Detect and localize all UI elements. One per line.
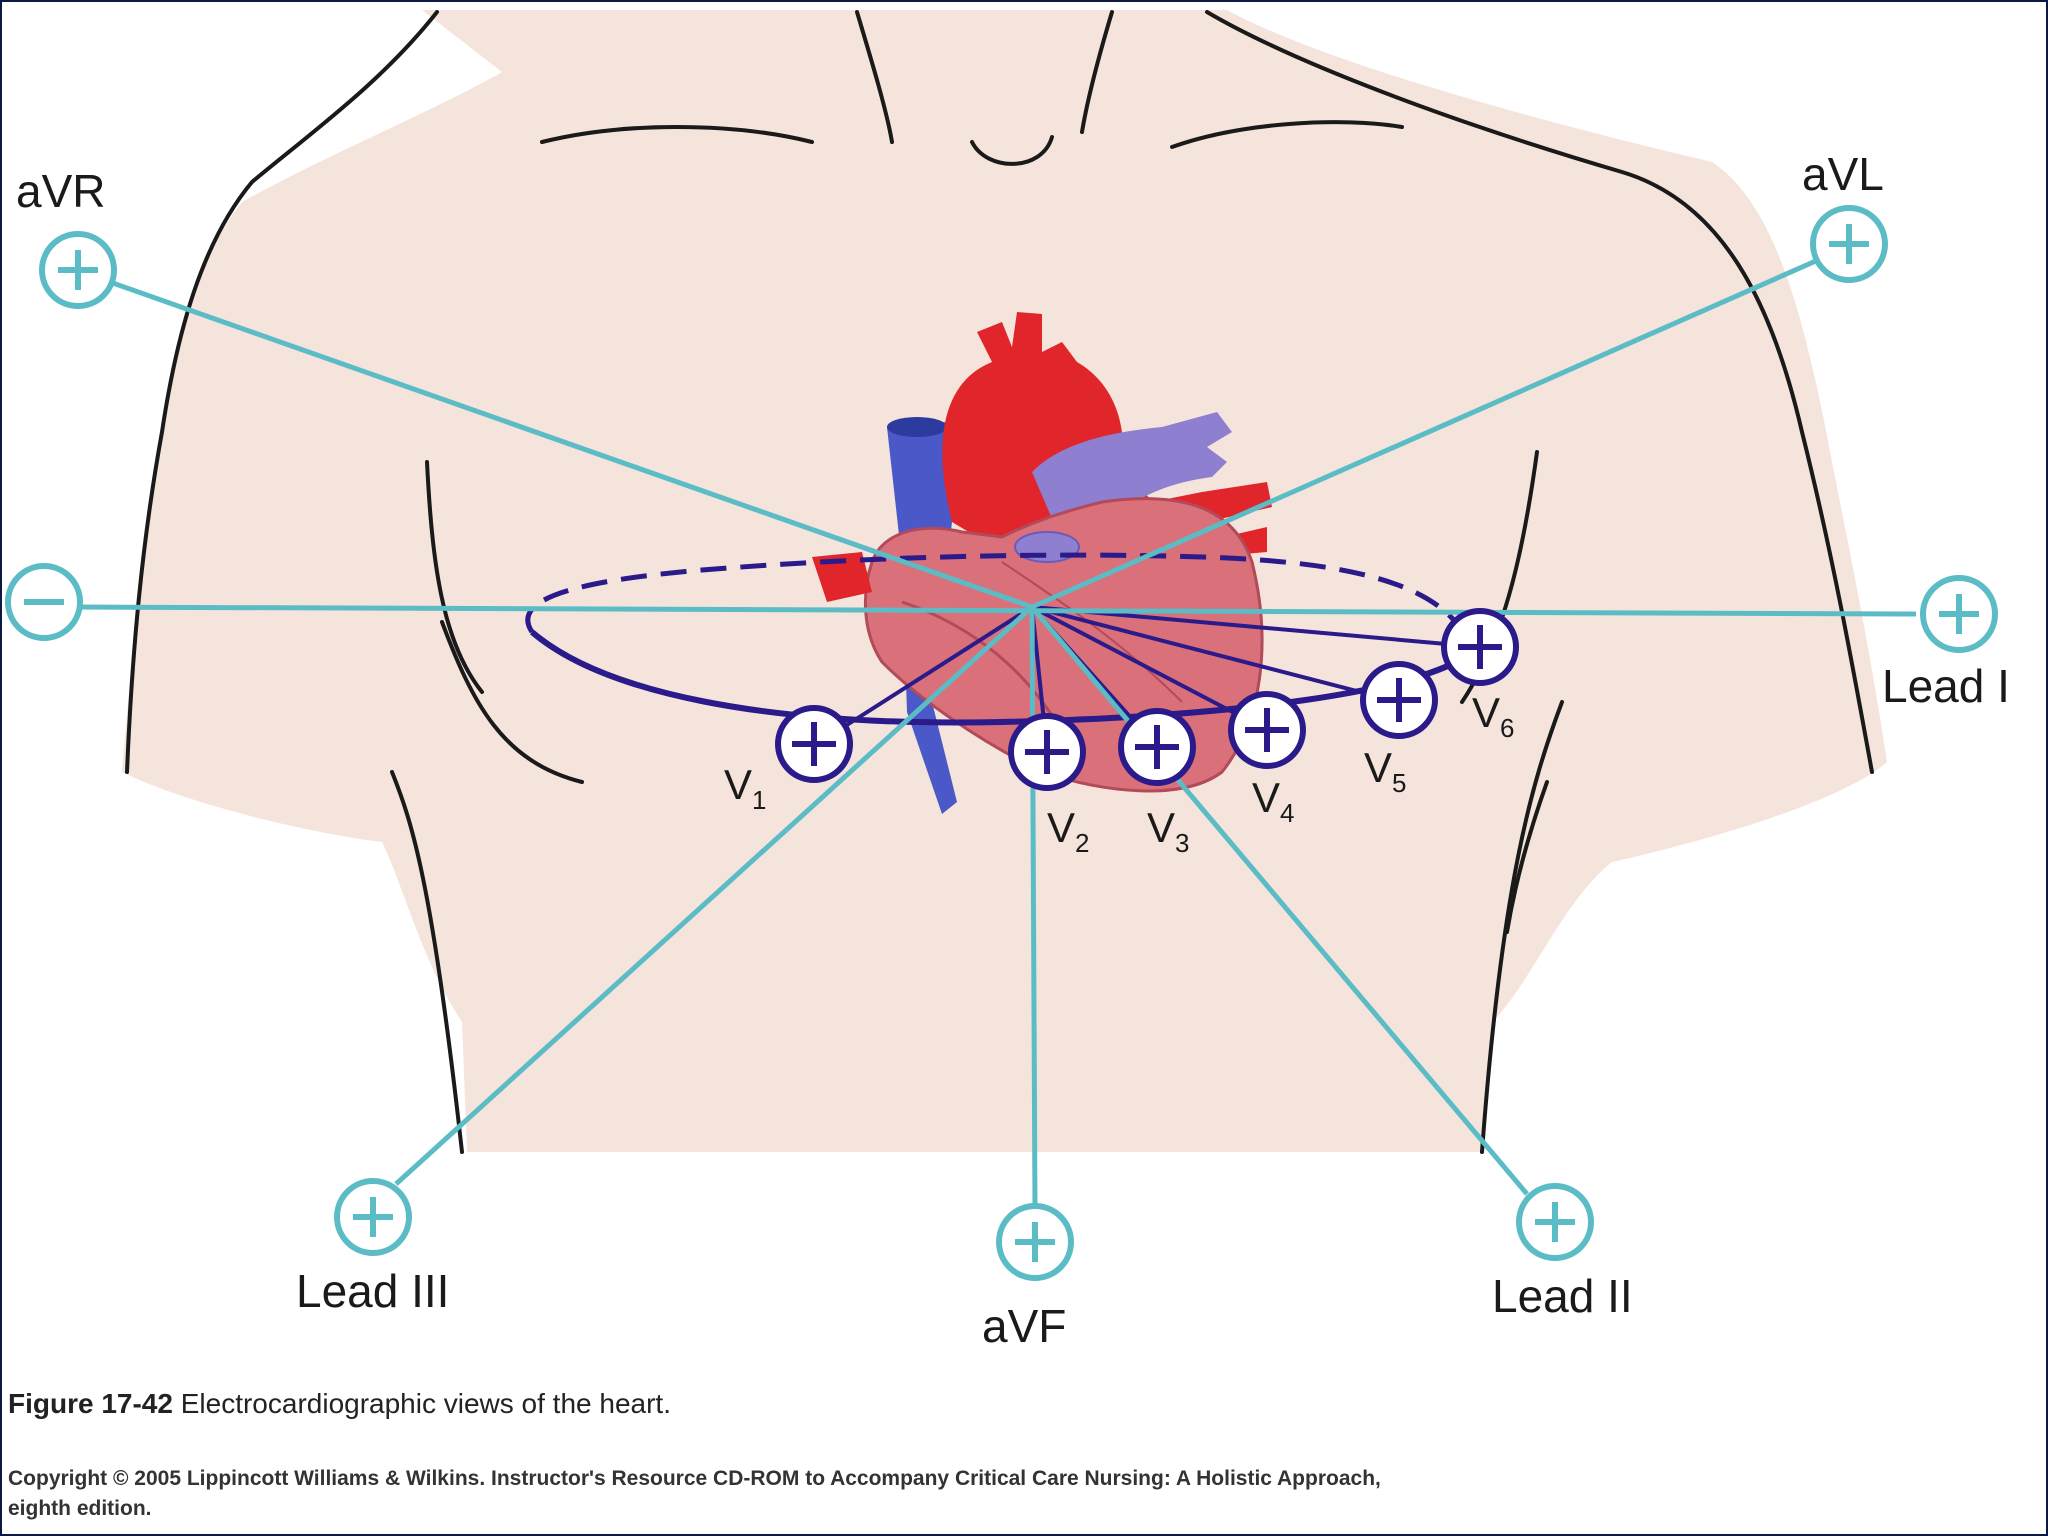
lead-iii-electrode [334,1178,412,1256]
lead-iii-label: Lead III [296,1265,449,1317]
lead-i-negative-electrode [5,563,83,641]
v3-electrode [1118,708,1196,786]
avr-electrode [39,231,117,309]
avl-electrode [1810,205,1888,283]
lead-i-label: Lead I [1882,660,2010,712]
v4-label: V4 [1252,774,1294,828]
lead-ii-label: Lead II [1492,1270,1633,1322]
avl-label: aVL [1802,148,1884,200]
ecg-lead-diagram: aVR aVL Lead I Lead III aVF Lead II V1 V… [5,10,2010,1352]
v1-electrode [775,705,853,783]
copyright-line-2: eighth edition. [8,1497,152,1520]
right-pulmonary-veins [812,552,872,602]
copyright-line-1: Copyright © 2005 Lippincott Williams & W… [8,1467,1381,1490]
copyright-notice: Copyright © 2005 Lippincott Williams & W… [8,1464,1948,1524]
figure-number: Figure 17-42 [8,1388,173,1419]
v6-electrode [1441,608,1519,686]
v2-label: V2 [1047,804,1089,858]
v6-label: V6 [1472,689,1514,743]
limb-lead-lines [73,257,1917,1211]
avf-electrode [996,1203,1074,1281]
figure-caption-text: Electrocardiographic views of the heart. [180,1388,671,1419]
v4-electrode [1228,691,1306,769]
horizontal-plane-back [525,552,1475,653]
v5-label: V5 [1364,744,1406,798]
figure-caption: Figure 17-42 Electrocardiographic views … [8,1388,671,1420]
lead-i-electrode [1920,575,1998,653]
torso-outline [125,10,1874,1154]
avf-label: aVF [982,1300,1066,1352]
v5-electrode [1360,661,1438,739]
avr-label: aVR [16,165,105,217]
v1-label: V1 [724,761,766,815]
v3-label: V3 [1147,804,1189,858]
v2-electrode [1008,713,1086,791]
lead-ii-electrode [1516,1183,1594,1261]
